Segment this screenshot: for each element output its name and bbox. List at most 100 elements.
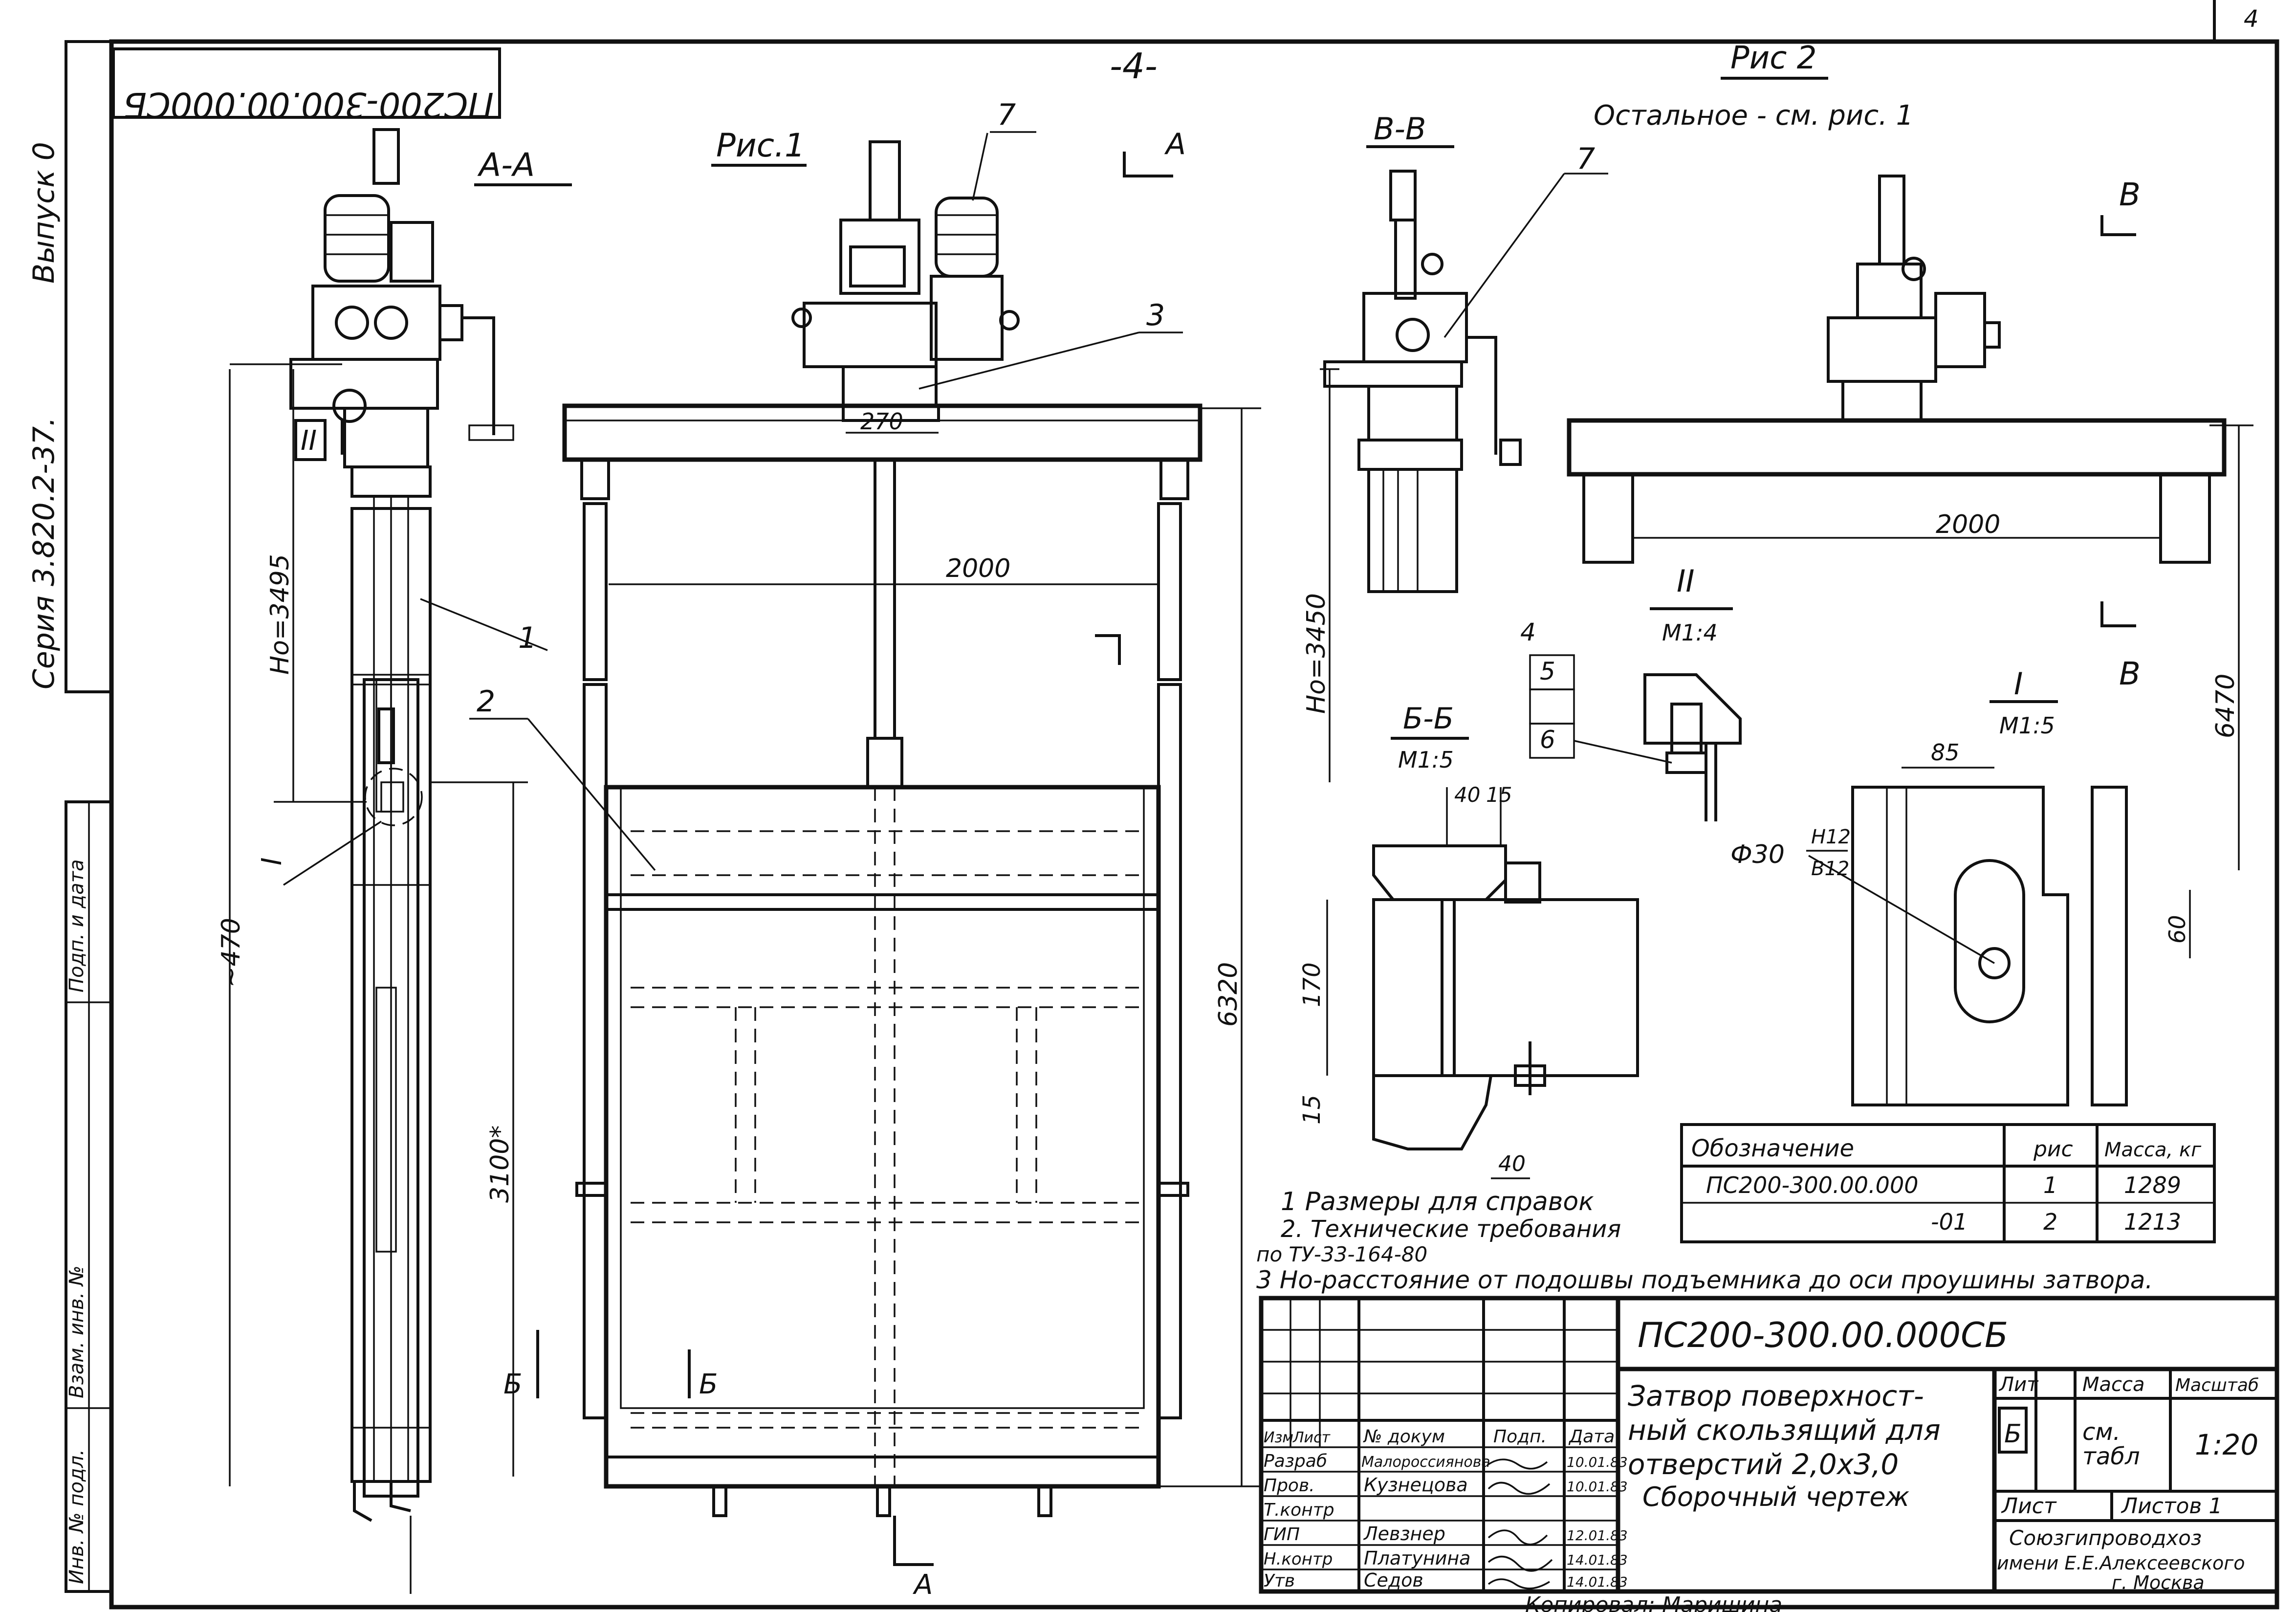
mass-table — [1680, 1123, 2216, 1243]
rotated-code-box — [112, 47, 501, 119]
fig1-caption: Рис.1 — [716, 127, 805, 164]
detail-ii-item-5: 5 — [1540, 657, 1555, 685]
tb-massa-value-1: см. — [2082, 1418, 2121, 1446]
mass-row2-fig: 2 — [2043, 1209, 2057, 1235]
detail-i-scale: М1:5 — [1999, 712, 2055, 739]
detail-ii-item-4: 4 — [1520, 618, 1536, 646]
tb-col-podp: Подп. — [1493, 1427, 1547, 1447]
tb-designation: ПС200-300.00.000СБ — [1638, 1315, 2008, 1355]
tb-name-3: отверстий 2,0х3,0 — [1628, 1448, 1899, 1481]
tb-date-role-6: 14.01.83 — [1567, 1574, 1628, 1590]
mass-row1-fig: 1 — [2043, 1172, 2057, 1198]
tb-massa-value-2: табл — [2082, 1443, 2140, 1470]
tb-org-1: Союзгипроводхоз — [2009, 1526, 2202, 1550]
tb-role-5: Н.контр — [1264, 1549, 1333, 1569]
tb-date-role-5: 14.01.83 — [1567, 1552, 1628, 1568]
tb-list-label: Лист — [2001, 1494, 2057, 1519]
tb-org-3: г. Москва — [2112, 1572, 2205, 1593]
tb-listov-label: Листов 1 — [2121, 1494, 2222, 1519]
callout-i: I — [256, 857, 288, 865]
tb-name-role-2: Кузнецова — [1364, 1474, 1468, 1496]
section-bb-view — [1323, 170, 1522, 593]
callout-ii: II — [301, 425, 317, 457]
dim-6320: 6320 — [1214, 962, 1243, 1027]
tb-role-4: ГИП — [1264, 1524, 1300, 1545]
tb-role-1: Разраб — [1264, 1451, 1327, 1471]
tb-org-2: имени Е.Е.Алексеевского — [1997, 1552, 2245, 1574]
cut-b-right: Б — [699, 1369, 718, 1400]
cut-b-left: Б — [503, 1369, 522, 1400]
tb-role-3: Т.контр — [1264, 1500, 1334, 1520]
sheet-frame — [109, 39, 2279, 1610]
tb-name-role-1: Малороссиянова — [1361, 1454, 1490, 1471]
cut-v-top: В — [2119, 177, 2141, 213]
section-aa-label: А-А — [477, 146, 535, 184]
mass-row1-designation: ПС200-300.00.000 — [1706, 1172, 1918, 1198]
page-number: -4- — [1110, 45, 1158, 87]
fig2-rest-note: Остальное - см. рис. 1 — [1594, 100, 1913, 132]
tb-col-izm: Изм — [1264, 1429, 1293, 1446]
tb-name-1: Затвор поверхност- — [1628, 1379, 1924, 1413]
fit-h12: H12 — [1811, 826, 1851, 848]
detail-bb-scale: М1:5 — [1398, 747, 1454, 773]
note-2b: по ТУ-33-164-80 — [1256, 1242, 1427, 1266]
detail-ii-drawing — [1643, 673, 1742, 821]
cut-v-bottom: В — [2119, 656, 2141, 692]
tb-col-dokum: № докум — [1363, 1427, 1445, 1447]
detail-ii-scale: М1:4 — [1662, 619, 1718, 646]
tb-date-role-2: 10.01.83 — [1567, 1479, 1628, 1495]
note-3: 3 Но-расстояние от подошвы подъемника до… — [1256, 1266, 2153, 1294]
dim-6470: 6470 — [2211, 674, 2240, 738]
dim-i-60: 60 — [2164, 915, 2190, 944]
mass-head-mass: Масса, кг — [2104, 1139, 2202, 1161]
tb-col-list: Лист — [1292, 1429, 1331, 1446]
side-strip-top — [65, 40, 113, 693]
mass-head-fig: рис — [2033, 1137, 2073, 1162]
mass-row1-mass: 1289 — [2124, 1172, 2181, 1198]
detail-bb-title: Б-Б — [1403, 702, 1454, 736]
fig2-front-view — [1567, 175, 2227, 564]
dim-i-85: 85 — [1931, 739, 1960, 766]
title-block-grid — [1259, 1296, 2279, 1594]
dim-h0-fig1: Hо=3495 — [265, 554, 295, 675]
dim-2000-fig1: 2000 — [946, 554, 1010, 583]
tb-massa-label: Масса — [2082, 1373, 2145, 1396]
mass-row2-mass: 1213 — [2124, 1209, 2181, 1235]
callout-1: 1 — [518, 621, 537, 655]
stamp-vzam: Взам. инв. № — [66, 1265, 88, 1398]
cut-a-bottom: А — [913, 1569, 933, 1601]
stamp-podp: Подп. и дата — [66, 860, 88, 993]
tb-name-2: ный скользящий для — [1628, 1413, 1941, 1447]
tb-lit-label: Лит — [1998, 1373, 2039, 1396]
tb-signatures — [1487, 1458, 1553, 1590]
mass-head-designation: Обозначение — [1691, 1135, 1854, 1162]
footer-copied-by: Копировал: Маришина — [1525, 1592, 1782, 1612]
detail-i-title: I — [2014, 666, 2023, 702]
callout-7-fig1: 7 — [997, 98, 1016, 132]
fig2-caption: Рис 2 — [1730, 40, 1816, 76]
detail-ii-title: II — [1677, 563, 1695, 599]
tb-masshtab-value: 1:20 — [2195, 1428, 2258, 1461]
detail-ii-item-6: 6 — [1540, 726, 1555, 754]
tb-name-4: Сборочный чертеж — [1642, 1481, 1910, 1512]
callout-7-fig2: 7 — [1576, 142, 1595, 176]
dim-2000-fig2: 2000 — [1936, 510, 2000, 539]
tb-role-6: Утв — [1264, 1571, 1295, 1591]
fit-phi30: Ф30 — [1730, 840, 1785, 869]
tb-name-role-6: Седов — [1364, 1569, 1423, 1591]
detail-bb-drawing — [1372, 844, 1639, 1150]
seriya-label: Серия 3.820.2-37. — [27, 417, 61, 689]
tb-name-role-5: Платунина — [1364, 1547, 1470, 1569]
dim-bb-40b: 40 — [1498, 1151, 1526, 1176]
tb-masshtab-label: Масштаб — [2175, 1375, 2259, 1395]
cut-a-top: А — [1164, 127, 1186, 161]
tb-col-data: Дата — [1568, 1427, 1615, 1447]
stamp-inv: Инв. № подл. — [66, 1449, 88, 1584]
sheet-number: 4 — [2244, 5, 2259, 33]
dim-3100: 3100* — [485, 1126, 515, 1203]
tb-role-2: Пров. — [1264, 1476, 1315, 1496]
callout-3: 3 — [1146, 298, 1165, 332]
tb-name-role-4: Левзнер — [1363, 1523, 1445, 1545]
front-view-body — [562, 140, 1203, 1517]
